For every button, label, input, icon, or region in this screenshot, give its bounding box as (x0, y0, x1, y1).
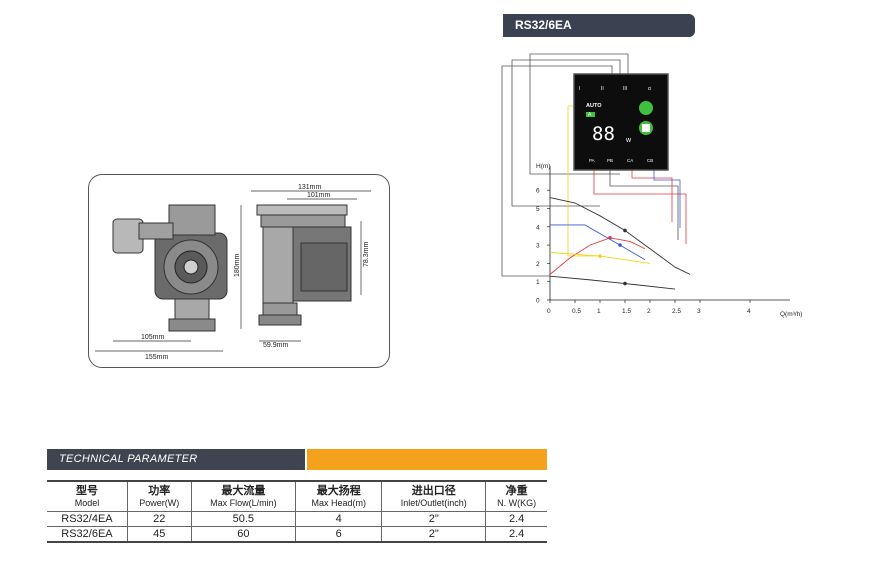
curves (549, 197, 691, 290)
x-tick-label: 2 (647, 308, 651, 315)
y-axis-label: H(m) (536, 163, 550, 170)
x-tick-label: 1.5 (622, 308, 631, 315)
y-tick-label: 3 (536, 243, 540, 250)
y-tick-label: 4 (536, 224, 540, 231)
x-tick-label: 2.5 (672, 308, 681, 315)
pump-drawing-panel: 131mm 101mm 180mm 78.3mm 105mm 155mm 59.… (88, 174, 390, 368)
dim-half-width: 105mm (141, 334, 165, 341)
control-panel (573, 73, 669, 171)
auto-label: AUTO (586, 103, 602, 109)
curve-point (598, 254, 602, 258)
x-tick-label: 4 (747, 308, 751, 315)
curve-line-2 (549, 237, 646, 275)
dim-height: 180mm (234, 253, 241, 277)
panel-marker-3: III (623, 86, 627, 92)
y-tick-label: 5 (536, 206, 540, 213)
model-badge: RS32/6EA (503, 14, 695, 37)
power-unit: w (625, 137, 632, 144)
panel-bottom-4: CB (647, 158, 653, 163)
technical-parameter-header: TECHNICAL PARAMETER (47, 449, 305, 470)
dim-overall-width: 131mm (298, 184, 322, 191)
curve-point (623, 281, 627, 286)
power-display: 88 (592, 123, 615, 145)
auto-badge: A (588, 112, 592, 118)
curve-point (618, 243, 622, 247)
panel-marker-4: α (648, 86, 651, 92)
y-tick-label: 6 (536, 188, 540, 195)
performance-chart: I II III α AUTO A 88 w PA PB CA CB H(m) … (501, 53, 802, 318)
dim-depth: 101mm (307, 192, 331, 199)
panel-bottom-3: CA (627, 158, 633, 163)
x-tick-label: 0 (547, 308, 551, 315)
y-ticks: 0 1 2 3 4 5 6 (536, 188, 550, 305)
dim-port-span: 155mm (145, 354, 169, 361)
x-axis-label: Q(m³/h) (780, 311, 802, 318)
dim-motor-height: 78.3mm (363, 242, 370, 267)
pump-front-view (112, 204, 228, 332)
x-ticks: 0 0.5 1 1.5 2 2.5 3 4 (547, 300, 751, 315)
panel-marker-2: II (601, 86, 604, 92)
curve-line-4 (550, 224, 646, 261)
panel-bottom-2: PB (607, 158, 613, 163)
curve-line-1 (549, 197, 691, 275)
dim-flange: 59.9mm (263, 342, 288, 349)
y-tick-label: 0 (536, 298, 540, 305)
curve-point (623, 228, 627, 233)
y-tick-label: 1 (536, 279, 540, 286)
panel-bottom-1: PA (589, 158, 595, 163)
header-accent-bar (307, 449, 547, 470)
x-tick-label: 0.5 (572, 308, 581, 315)
y-tick-label: 2 (536, 261, 540, 268)
pump-side-view (256, 204, 352, 326)
curve-line-5 (549, 275, 676, 290)
x-tick-label: 1 (597, 308, 601, 315)
x-tick-label: 3 (697, 308, 701, 315)
panel-marker-1: I (579, 86, 580, 92)
